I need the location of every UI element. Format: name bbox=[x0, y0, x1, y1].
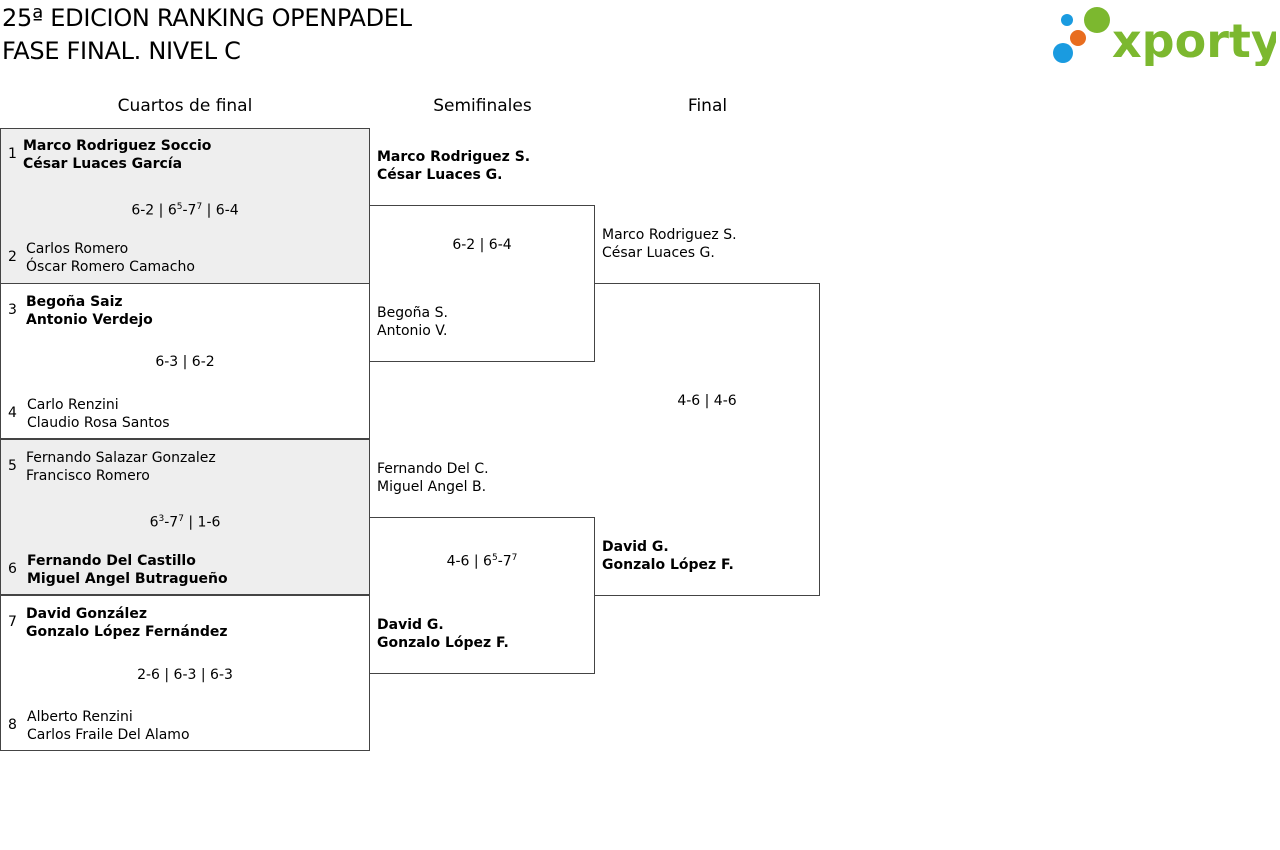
player-name: Antonio V. bbox=[377, 323, 448, 339]
quarterfinal-match-3: 5 Fernando Salazar Gonzalez Francisco Ro… bbox=[0, 439, 370, 595]
seed-number: 6 bbox=[8, 561, 17, 577]
player-name: David G. bbox=[602, 539, 669, 555]
player-name: Marco Rodriguez S. bbox=[602, 227, 737, 243]
player-name: David González bbox=[26, 606, 148, 622]
quarterfinal-match-4: 7 David González Gonzalo López Fernández… bbox=[0, 595, 370, 751]
seed-number: 8 bbox=[8, 717, 17, 733]
player-name: Antonio Verdejo bbox=[26, 312, 153, 328]
player-name: Miguel Angel Butragueño bbox=[27, 571, 228, 587]
team-b: Fernando Del Castillo Miguel Angel Butra… bbox=[27, 552, 228, 588]
semifinal-1-score: 6-2 | 6-4 bbox=[452, 237, 512, 253]
round-header-final: Final bbox=[687, 96, 728, 116]
semifinal-2-team-b: David G. Gonzalo López F. bbox=[377, 616, 509, 652]
page-title: 25ª EDICION RANKING OPENPADEL bbox=[2, 4, 412, 32]
final-team-b: David G. Gonzalo López F. bbox=[602, 538, 734, 574]
match-score: 63-77 | 1-6 bbox=[149, 514, 221, 531]
semifinal-2-score: 4-6 | 65-77 bbox=[446, 553, 518, 570]
player-name: Carlo Renzini bbox=[27, 397, 119, 413]
player-name: Fernando Salazar Gonzalez bbox=[26, 450, 216, 466]
match-score: 6-3 | 6-2 bbox=[155, 354, 215, 370]
match-score: 6-2 | 65-77 | 6-4 bbox=[131, 202, 239, 219]
logo-text: xporty bbox=[1112, 14, 1276, 66]
final-score: 4-6 | 4-6 bbox=[677, 393, 737, 409]
player-name: Marco Rodriguez S. bbox=[377, 149, 531, 165]
round-header-quarterfinals: Cuartos de final bbox=[117, 96, 253, 116]
team-b: Carlos Romero Óscar Romero Camacho bbox=[26, 240, 195, 276]
team-b: Carlo Renzini Claudio Rosa Santos bbox=[27, 396, 170, 432]
player-name: Carlos Romero bbox=[26, 241, 129, 257]
team-a: David González Gonzalo López Fernández bbox=[26, 605, 227, 641]
seed-number: 4 bbox=[8, 405, 17, 421]
player-name: Carlos Fraile Del Alamo bbox=[27, 727, 190, 743]
logo-dot-orange bbox=[1070, 30, 1086, 46]
match-score: 2-6 | 6-3 | 6-3 bbox=[137, 667, 233, 683]
player-name: Gonzalo López Fernández bbox=[26, 624, 228, 640]
player-name: César Luaces García bbox=[23, 156, 183, 172]
team-a: Fernando Salazar Gonzalez Francisco Rome… bbox=[26, 449, 216, 485]
player-name: César Luaces G. bbox=[377, 167, 503, 183]
player-name: Gonzalo López F. bbox=[602, 557, 734, 573]
page-subtitle: FASE FINAL. NIVEL C bbox=[2, 37, 241, 65]
semifinal-1-team-a: Marco Rodriguez S. César Luaces G. bbox=[377, 148, 530, 184]
player-name: Óscar Romero Camacho bbox=[26, 259, 195, 275]
team-a: Marco Rodriguez Soccio César Luaces Garc… bbox=[23, 137, 211, 173]
player-name: Gonzalo López F. bbox=[377, 635, 509, 651]
team-a: Begoña Saiz Antonio Verdejo bbox=[26, 293, 153, 329]
logo-dot-blue-small bbox=[1061, 14, 1073, 26]
seed-number: 2 bbox=[8, 249, 17, 265]
player-name: Alberto Renzini bbox=[27, 709, 133, 725]
player-name: Fernando Del Castillo bbox=[27, 553, 196, 569]
player-name: Marco Rodriguez Soccio bbox=[23, 138, 212, 154]
seed-number: 5 bbox=[8, 458, 17, 474]
player-name: Claudio Rosa Santos bbox=[27, 415, 170, 431]
quarterfinal-match-2: 3 Begoña Saiz Antonio Verdejo 6-3 | 6-2 … bbox=[0, 283, 370, 439]
seed-number: 7 bbox=[8, 614, 17, 630]
final-match-bracket bbox=[594, 283, 820, 596]
logo-dot-green bbox=[1084, 7, 1110, 33]
player-name: César Luaces G. bbox=[602, 245, 715, 261]
xporty-logo: xporty bbox=[1053, 7, 1276, 66]
seed-number: 3 bbox=[8, 302, 17, 318]
logo-dot-blue bbox=[1053, 43, 1073, 63]
player-name: Begoña Saiz bbox=[26, 294, 123, 310]
player-name: Fernando Del C. bbox=[377, 461, 489, 477]
player-name: Francisco Romero bbox=[26, 468, 150, 484]
semifinal-1-team-b: Begoña S. Antonio V. bbox=[377, 304, 448, 340]
seed-number: 1 bbox=[8, 146, 17, 162]
quarterfinal-match-1: 1 Marco Rodriguez Soccio César Luaces Ga… bbox=[0, 128, 370, 284]
team-b: Alberto Renzini Carlos Fraile Del Alamo bbox=[27, 708, 190, 744]
round-header-semifinals: Semifinales bbox=[433, 96, 532, 116]
player-name: Begoña S. bbox=[377, 305, 448, 321]
semifinal-2-team-a: Fernando Del C. Miguel Angel B. bbox=[377, 460, 489, 496]
player-name: David G. bbox=[377, 617, 444, 633]
player-name: Miguel Angel B. bbox=[377, 479, 487, 495]
final-team-a: Marco Rodriguez S. César Luaces G. bbox=[602, 226, 737, 262]
